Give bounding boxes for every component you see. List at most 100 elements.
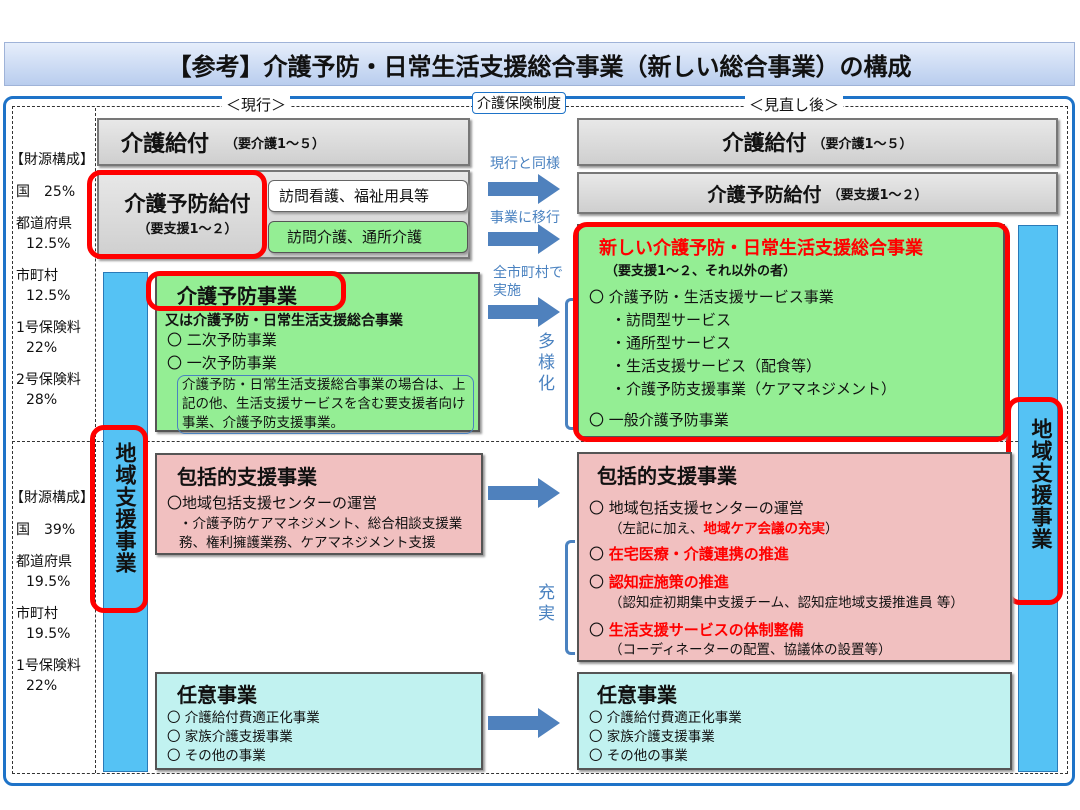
current-care-benefit: 介護給付 （要介護1～５） bbox=[97, 118, 470, 166]
label-system: 介護保険制度 bbox=[472, 92, 566, 114]
list-item: 〇 家族介護支援事業 bbox=[589, 729, 715, 745]
list-detail: （認知症初期集中支援チーム、認知症地域支援推進員 等） bbox=[609, 595, 964, 611]
label-revised: ＜見直し後＞ bbox=[745, 94, 844, 115]
highlight-revised-regional-support bbox=[1006, 397, 1063, 605]
bullet: 〇 bbox=[589, 573, 605, 591]
funding-row: 都道府県 bbox=[16, 216, 72, 232]
box-title: 包括的支援事業 bbox=[177, 465, 317, 489]
list-item: 〇 二次予防事業 bbox=[167, 331, 277, 349]
funding-heading: 【財源構成】 bbox=[10, 490, 94, 506]
box-title: 任意事業 bbox=[177, 683, 257, 707]
arrow-right-icon bbox=[488, 708, 560, 738]
list-item: 〇 その他の事業 bbox=[589, 748, 688, 764]
funding-row: 28% bbox=[26, 392, 58, 408]
list-item: ・訪問型サービス bbox=[611, 311, 732, 329]
arrow-right-icon bbox=[488, 478, 560, 508]
list-item: ・通所型サービス bbox=[611, 334, 732, 352]
list-detail: ・介護予防ケアマネジメント、総合相談支援業務、権利擁護業務、ケアマネジメント支援 bbox=[179, 516, 463, 551]
list-item: 〇 地域包括支援センターの運営 bbox=[589, 499, 804, 517]
item-text: 在宅医療・介護連携の推進 bbox=[608, 545, 789, 563]
list-item: 〇 家族介護支援事業 bbox=[167, 729, 293, 745]
arrow-right-icon bbox=[488, 297, 560, 327]
box-title: 任意事業 bbox=[597, 683, 677, 707]
box-title: 介護給付 bbox=[722, 131, 807, 155]
funding-row: 都道府県 bbox=[16, 554, 72, 570]
list-detail: （左記に加え、地域ケア会議の充実） bbox=[609, 520, 839, 539]
funding-row: 国 25% bbox=[16, 184, 76, 200]
label-same: 現行と同様 bbox=[490, 156, 560, 172]
box-title: 介護予防給付 bbox=[707, 183, 822, 206]
revised-care-benefit: 介護給付 （要介護1～５） bbox=[577, 118, 1058, 166]
prevention-benefit-label: 介護予防給付 （要支援1～２） bbox=[105, 188, 270, 237]
list-item: 〇 介護給付費適正化事業 bbox=[167, 710, 320, 726]
box-title: 介護給付 bbox=[121, 132, 210, 157]
bracket-diversify bbox=[565, 298, 575, 430]
box-title: 介護予防給付 bbox=[124, 192, 251, 216]
revised-regional-support-bar bbox=[1018, 225, 1058, 772]
note-highlight: 地域ケア会議の充実 bbox=[703, 521, 826, 537]
highlight-regional-support bbox=[90, 425, 148, 613]
item-text: 認知症施策の推進 bbox=[608, 573, 729, 591]
list-item: 〇地域包括支援センターの運営 bbox=[167, 494, 378, 512]
revised-regional-support-label: 地域支援事業 bbox=[1029, 418, 1053, 550]
note-text: （左記に加え、 bbox=[609, 521, 704, 537]
current-comprehensive: 包括的支援事業 〇地域包括支援センターの運営 ・介護予防ケアマネジメント、総合相… bbox=[155, 453, 483, 555]
list-item: ・介護予防支援事業（ケアマネジメント） bbox=[611, 380, 897, 398]
current-regional-support-bar bbox=[103, 272, 148, 772]
current-optional: 任意事業 〇 介護給付費適正化事業 〇 家族介護支援事業 〇 その他の事業 bbox=[155, 672, 483, 770]
box-title: 包括的支援事業 bbox=[597, 464, 737, 488]
revised-comprehensive: 包括的支援事業 〇 地域包括支援センターの運営 （左記に加え、地域ケア会議の充実… bbox=[577, 452, 1012, 662]
funding-row: 22% bbox=[26, 340, 58, 356]
current-regional-support-label: 地域支援事業 bbox=[113, 442, 137, 574]
highlight-prevention-benefit bbox=[87, 170, 267, 259]
page-title: 【参考】介護予防・日常生活支援総合事業（新しい総合事業）の構成 bbox=[4, 42, 1075, 86]
box-subtitle: （要支援1～２、それ以外の者） bbox=[605, 264, 797, 279]
funding-row: 市町村 bbox=[16, 268, 58, 284]
highlight-prevention-project bbox=[146, 271, 346, 311]
list-item: 〇 介護給付費適正化事業 bbox=[589, 710, 742, 726]
list-item: 〇 介護予防・生活支援サービス事業 bbox=[589, 288, 834, 306]
note: 介護予防・日常生活支援総合事業の場合は、上記の他、生活支援サービスを含む要支援者… bbox=[177, 375, 474, 434]
funding-row: 1号保険料 bbox=[16, 320, 81, 336]
funding-row: 19.5% bbox=[26, 626, 71, 642]
list-item: 〇 一般介護予防事業 bbox=[589, 411, 729, 429]
funding-heading: 【財源構成】 bbox=[10, 152, 94, 168]
arrow-right-icon bbox=[488, 174, 560, 204]
label-enhance: 充実 bbox=[534, 583, 554, 625]
funding-row: 市町村 bbox=[16, 606, 58, 622]
box-title: 新しい介護予防・日常生活支援総合事業 bbox=[599, 238, 923, 259]
list-item: 〇 在宅医療・介護連携の推進 bbox=[589, 544, 789, 565]
bullet: 〇 bbox=[589, 545, 605, 563]
revised-prevention-benefit: 介護予防給付 （要支援1～２） bbox=[577, 172, 1058, 214]
divider-vertical bbox=[95, 108, 96, 773]
note-text: ） bbox=[825, 521, 839, 537]
box-subtitle: （要介護1～５） bbox=[812, 136, 913, 152]
bullet: 〇 bbox=[589, 621, 605, 639]
funding-row: 1号保険料 bbox=[16, 658, 81, 674]
funding-row: 国 39% bbox=[16, 522, 76, 538]
divider-horizontal bbox=[12, 441, 1068, 442]
funding-top: 【財源構成】 国 25% 都道府県 12.5% 市町村 12.5% 1号保険料 … bbox=[10, 150, 94, 410]
item-text: 生活支援サービスの体制整備 bbox=[608, 621, 804, 639]
item-home-nursing: 訪問看護、福祉用具等 bbox=[268, 180, 468, 212]
list-item: 〇 一次予防事業 bbox=[167, 354, 277, 372]
list-item: 〇 認知症施策の推進 bbox=[589, 572, 729, 593]
funding-row: 22% bbox=[26, 678, 58, 694]
highlight-new-project bbox=[573, 222, 1010, 442]
list-detail: （コーディネーターの配置、協議体の設置等） bbox=[609, 642, 892, 658]
funding-row: 19.5% bbox=[26, 574, 71, 590]
list-item: 〇 生活支援サービスの体制整備 bbox=[589, 620, 804, 641]
box-subtitle: 又は介護予防・日常生活支援総合事業 bbox=[165, 313, 403, 329]
label-diversify: 多様化 bbox=[534, 332, 554, 395]
funding-row: 2号保険料 bbox=[16, 372, 81, 388]
arrow-right-icon bbox=[488, 224, 560, 254]
funding-row: 12.5% bbox=[26, 288, 71, 304]
label-move: 事業に移行 bbox=[490, 210, 560, 226]
box-subtitle: （要介護1～５） bbox=[225, 136, 326, 152]
box-title: 介護予防事業 bbox=[177, 284, 297, 308]
label-all-municipalities: 全市町村で実施 bbox=[493, 265, 563, 299]
label-current: ＜現行＞ bbox=[222, 94, 291, 115]
box-subtitle: （要支援1～２） bbox=[827, 187, 928, 203]
bracket-enhance bbox=[565, 540, 575, 655]
funding-bottom: 【財源構成】 国 39% 都道府県 19.5% 市町村 19.5% 1号保険料 … bbox=[10, 488, 94, 696]
